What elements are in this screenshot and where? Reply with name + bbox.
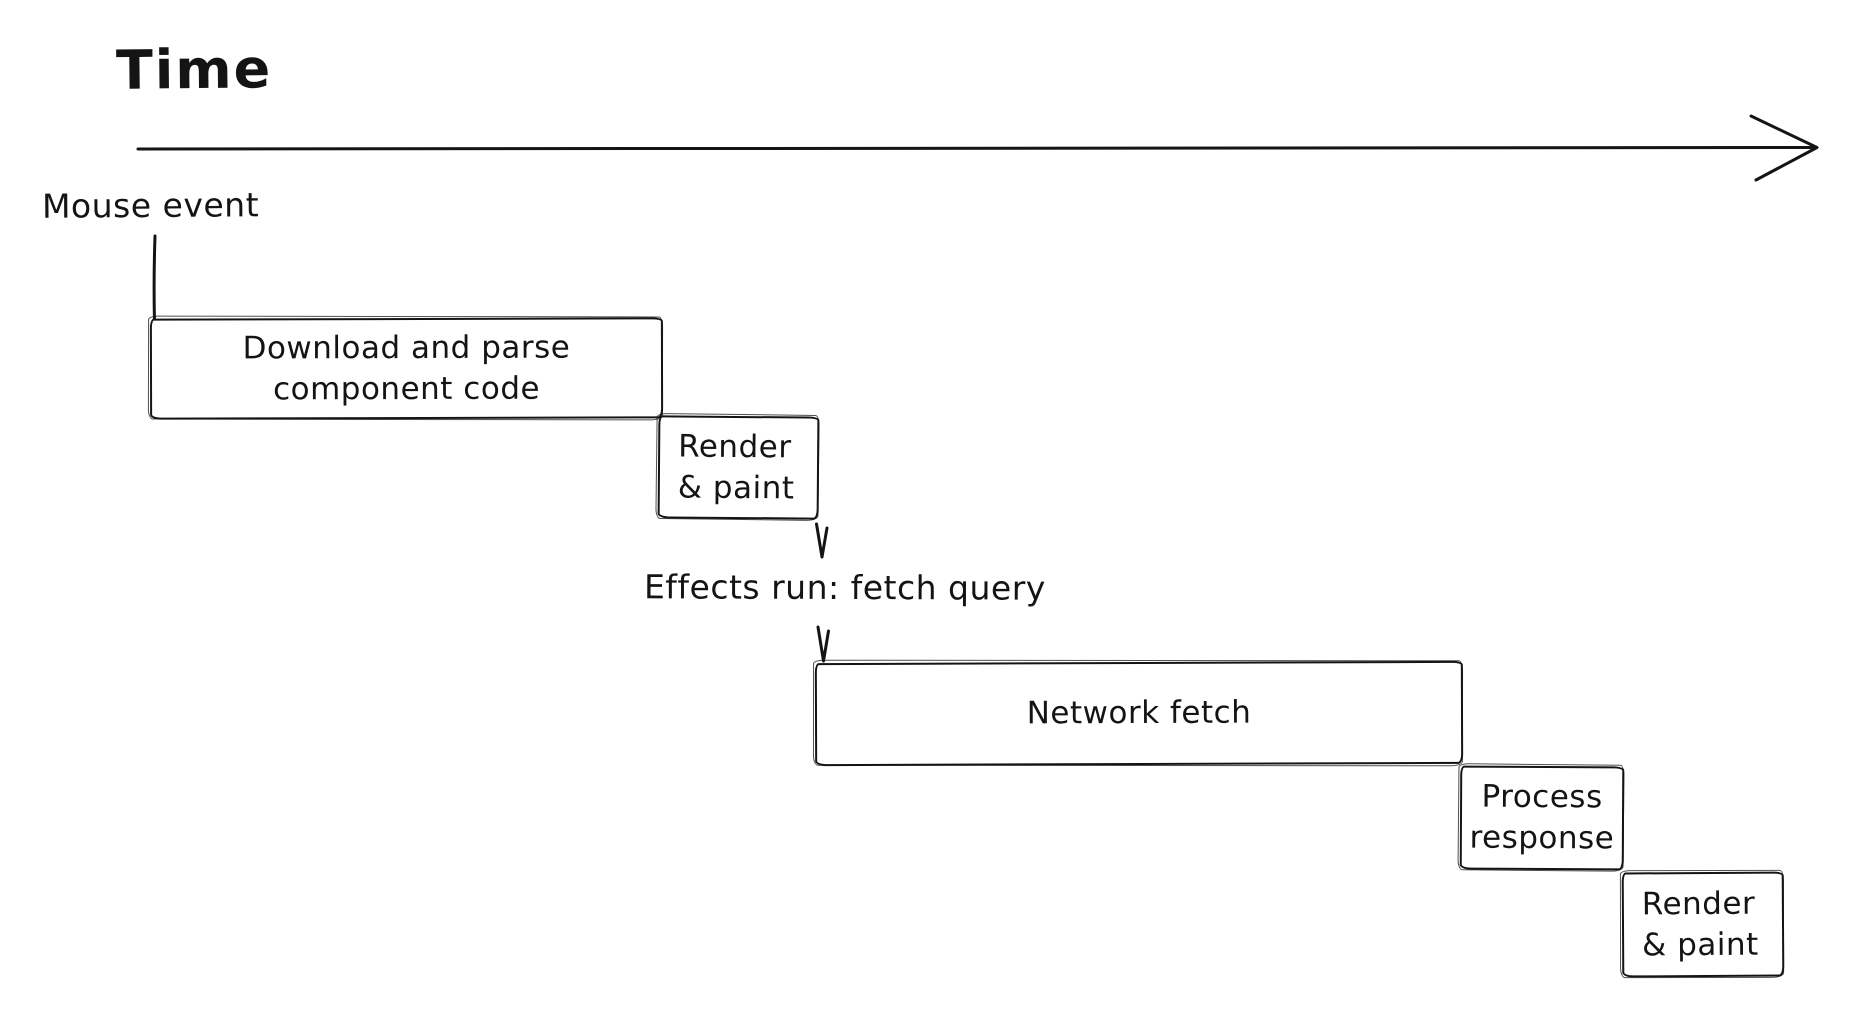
time-axis-line (136, 145, 1816, 151)
box-render-paint-first-line2: & paint (677, 469, 795, 506)
effects-run-label: Effects run: fetch query (643, 567, 1046, 608)
box-network-fetch: Network fetch (814, 660, 1464, 767)
box-download-parse-line2: component code (273, 370, 541, 407)
connector-arrow-down-1-icon (815, 522, 829, 559)
mouse-event-label: Mouse event (41, 185, 260, 226)
mouse-event-tick (152, 234, 157, 324)
box-download-parse: Download and parse component code (149, 317, 664, 420)
connector-arrow-down-2-icon (816, 625, 830, 663)
box-render-paint-first-line1: Render (678, 428, 792, 465)
box-network-fetch-line1: Network fetch (1026, 694, 1252, 732)
box-download-parse-line1: Download and parse (242, 329, 571, 366)
box-render-paint-second-line1: Render (1641, 885, 1756, 922)
box-render-paint-second: Render & paint (1621, 871, 1785, 978)
box-process-response-line1: Process (1481, 778, 1603, 816)
box-process-response-line2: response (1469, 819, 1615, 857)
box-render-paint-first: Render & paint (657, 415, 820, 520)
time-axis-arrowhead-icon (1749, 114, 1819, 182)
box-render-paint-second-line2: & paint (1642, 926, 1759, 963)
time-axis-title: Time (115, 37, 273, 102)
box-process-response: Process response (1459, 765, 1625, 871)
